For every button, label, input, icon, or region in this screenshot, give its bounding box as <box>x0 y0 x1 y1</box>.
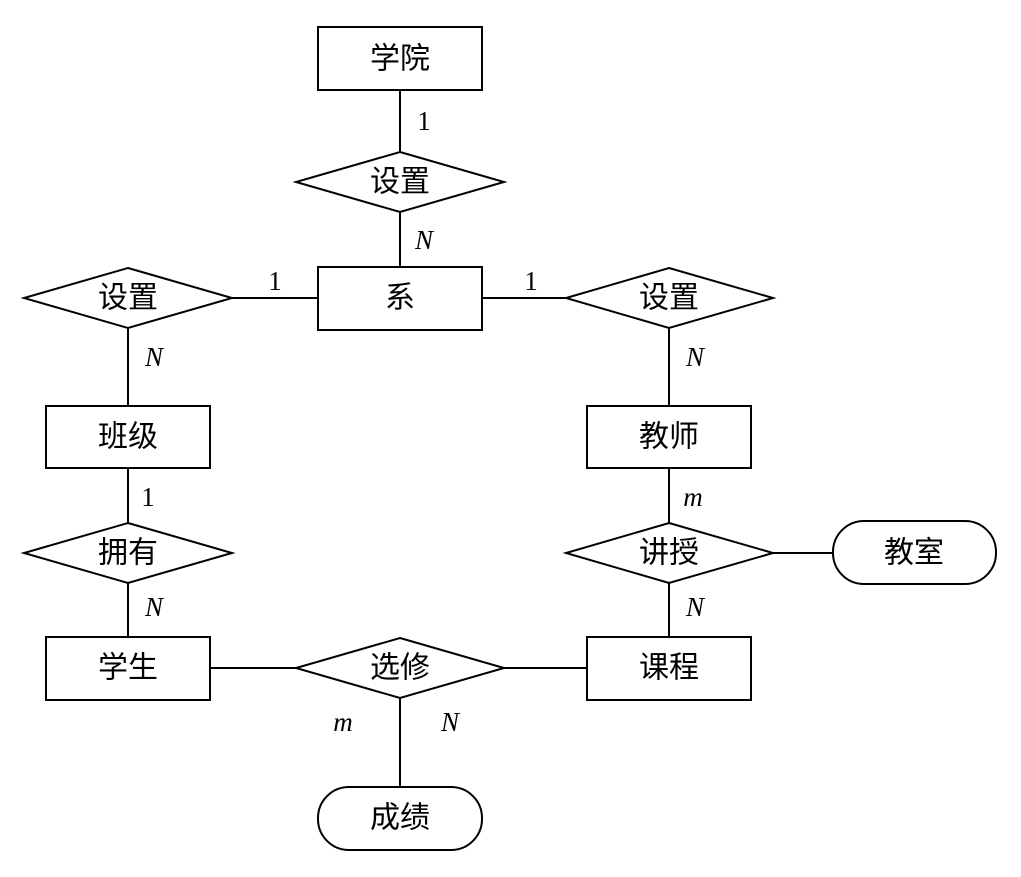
cardinality-label: 1 <box>141 482 155 512</box>
cardinality-label: m <box>683 482 703 512</box>
cardinality-label: 1 <box>524 266 538 296</box>
cardinality-label: N <box>144 342 165 372</box>
cardinality-label: 1 <box>417 106 431 136</box>
attribute-classroom: 教室 <box>832 520 997 585</box>
cardinality-label: 1 <box>268 266 282 296</box>
relationship-label: 讲授 <box>639 536 699 571</box>
cardinalities: 1 N 1 1 N N 1 m N N m N <box>141 106 706 737</box>
cardinality-label: N <box>144 592 165 622</box>
relationship-setup-right: 设置 <box>562 266 777 330</box>
relationship-label: 选修 <box>370 651 430 686</box>
edges <box>127 90 833 787</box>
entity-label: 教师 <box>639 420 699 455</box>
cardinality-label: N <box>685 342 706 372</box>
attribute-grade: 成绩 <box>317 786 483 851</box>
attribute-label: 教室 <box>884 536 944 571</box>
relationship-setup-left: 设置 <box>20 266 236 330</box>
relationship-has: 拥有 <box>20 521 236 585</box>
cardinality-label: N <box>440 707 461 737</box>
entity-label: 学生 <box>98 651 158 686</box>
entity-teacher: 教师 <box>586 405 752 469</box>
relationship-enroll: 选修 <box>292 636 508 700</box>
cardinality-label: m <box>333 707 353 737</box>
relationship-label: 设置 <box>639 281 699 316</box>
relationship-label: 拥有 <box>98 536 158 571</box>
relationship-label: 设置 <box>98 281 158 316</box>
attribute-label: 成绩 <box>370 801 430 836</box>
relationship-teach: 讲授 <box>562 521 777 585</box>
relationship-setup-top: 设置 <box>292 150 508 214</box>
entity-department: 系 <box>317 266 483 331</box>
cardinality-label: N <box>685 592 706 622</box>
entity-label: 班级 <box>98 420 158 455</box>
cardinality-label: N <box>414 225 435 255</box>
entity-course: 课程 <box>586 636 752 701</box>
entity-class: 班级 <box>45 405 211 469</box>
entity-college: 学院 <box>317 26 483 91</box>
relationship-label: 设置 <box>370 165 430 200</box>
entity-label: 课程 <box>639 651 699 686</box>
entity-student: 学生 <box>45 636 211 701</box>
entity-label: 学院 <box>370 42 430 77</box>
entity-label: 系 <box>385 281 415 316</box>
